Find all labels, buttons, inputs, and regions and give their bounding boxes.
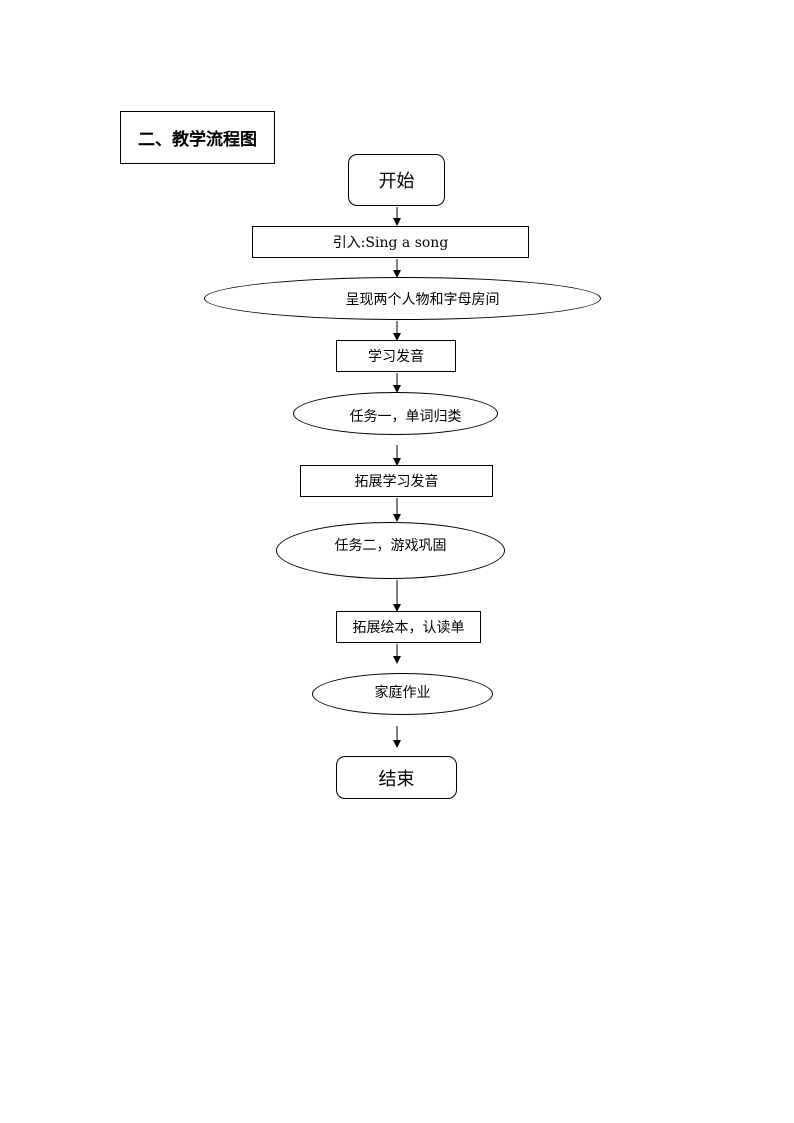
homework-node: 家庭作业 [312, 673, 493, 715]
intro-node: 引入:Sing a song [252, 226, 529, 258]
present-node: 呈现两个人物和字母房间 [204, 277, 601, 320]
intro-label: 引入:Sing a song [332, 235, 449, 251]
section-title: 二、教学流程图 [120, 111, 275, 164]
end-node: 结束 [336, 756, 457, 799]
learn-node: 学习发音 [336, 340, 456, 372]
extend-book-node: 拓展绘本，认读单 [336, 611, 481, 643]
extend-learn-node: 拓展学习发音 [300, 465, 493, 497]
start-node: 开始 [348, 154, 445, 206]
task2-node: 任务二，游戏巩固 [276, 522, 505, 579]
